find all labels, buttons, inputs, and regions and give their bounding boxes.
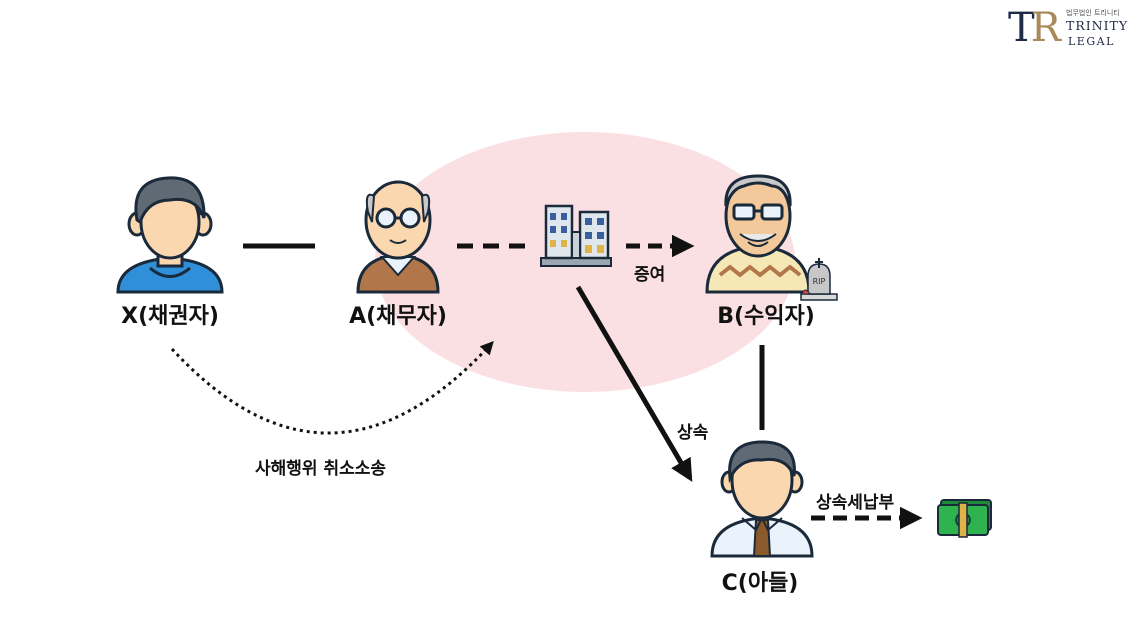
person-b-icon: [705, 174, 811, 294]
label-x: X(채권자): [121, 304, 219, 329]
label-tax: 상속세납부: [816, 493, 895, 513]
logo-monogram-t: T: [1008, 5, 1035, 51]
logo-monogram-r: R: [1030, 5, 1061, 51]
label-b: B(수익자): [717, 304, 815, 329]
person-c-icon: [710, 440, 814, 558]
logo-monogram: TR: [1008, 5, 1061, 51]
logo-name: TRINITY: [1066, 18, 1129, 33]
tombstone-icon: RIP: [800, 258, 838, 301]
edge-inherit-arrow: [575, 285, 693, 482]
building-icon: [540, 204, 612, 267]
logo-sub: LEGAL: [1068, 35, 1115, 48]
person-x-icon: [116, 176, 224, 294]
label-gift: 증여: [634, 265, 666, 285]
logo-small-text: 법무법인 트리니티: [1066, 9, 1120, 17]
label-c: C(아들): [721, 571, 799, 596]
label-a: A(채무자): [349, 304, 447, 329]
money-icon: [937, 499, 992, 538]
tombstone-text: RIP: [813, 277, 826, 286]
label-inherit: 상속: [677, 423, 709, 443]
edge-lawsuit-arc: [170, 341, 494, 435]
label-lawsuit: 사해행위 취소소송: [255, 459, 387, 479]
person-a-icon: [356, 180, 440, 294]
trinity-legal-logo: TR 법무법인 트리니티 TRINITY LEGAL: [1006, 6, 1140, 52]
